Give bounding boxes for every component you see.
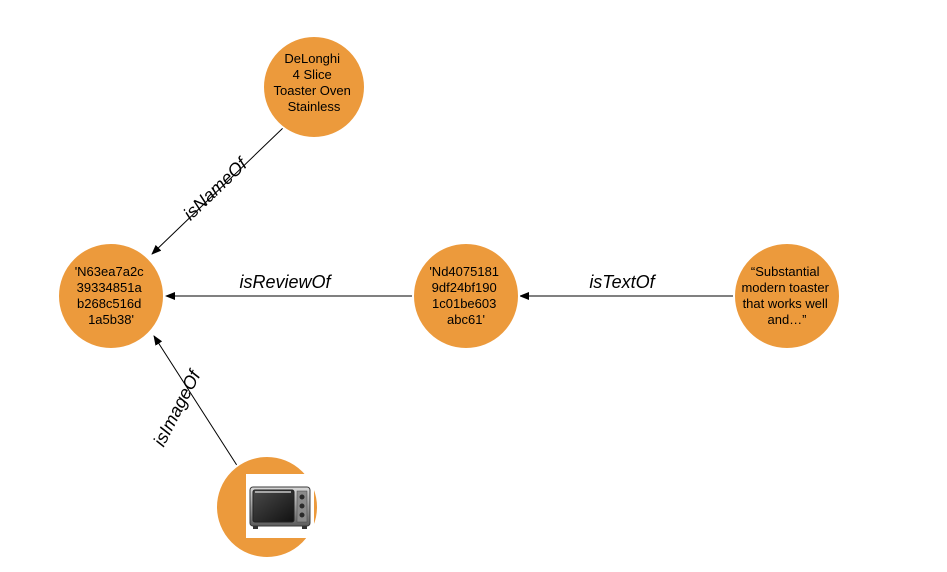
node-review-text[interactable]: “Substantial modern toaster that works w… bbox=[733, 242, 841, 350]
edge-is-image-of-label: isImageOf bbox=[149, 366, 205, 450]
node-review-text: 'Nd4075181 9df24bf190 1c01be603 abc61' bbox=[429, 264, 502, 327]
node-product-text: 'N63ea7a2c 39334851a b268c516d 1a5b38' bbox=[75, 264, 148, 327]
edge-is-text-of: isTextOf bbox=[519, 272, 735, 300]
edge-is-text-of-label: isTextOf bbox=[589, 272, 656, 292]
node-product-line-1: 'N63ea7a2c bbox=[75, 264, 144, 279]
node-product-name-circle bbox=[262, 35, 366, 139]
node-product-name-line-1: DeLonghi bbox=[284, 51, 340, 66]
node-review-line-2: 9df24bf190 bbox=[432, 280, 497, 295]
node-review[interactable]: 'Nd4075181 9df24bf190 1c01be603 abc61' bbox=[412, 242, 520, 350]
node-product-name-text: DeLonghi 4 Slice Toaster Oven Stainless bbox=[274, 51, 355, 114]
node-product-name-line-4: Stainless bbox=[288, 99, 341, 114]
edge-is-image-of: isImageOf bbox=[149, 335, 239, 468]
edge-is-review-of: isReviewOf bbox=[165, 272, 413, 300]
node-review-text-circle bbox=[733, 242, 841, 350]
node-review-line-3: 1c01be603 bbox=[432, 296, 496, 311]
node-product-circle bbox=[57, 242, 165, 350]
node-review-text-line-1: “Substantial bbox=[751, 264, 820, 279]
node-review-text-text: “Substantial modern toaster that works w… bbox=[741, 264, 832, 327]
edge-is-name-of-line bbox=[151, 126, 285, 255]
node-product-name[interactable]: DeLonghi 4 Slice Toaster Oven Stainless bbox=[262, 35, 366, 139]
node-review-line-1: 'Nd4075181 bbox=[429, 264, 499, 279]
node-product-line-2: 39334851a bbox=[77, 280, 143, 295]
edge-is-name-of-label: isNameOf bbox=[179, 153, 252, 224]
toaster-oven-icon bbox=[246, 474, 314, 538]
edge-is-name-of: isNameOf bbox=[151, 126, 285, 255]
edge-is-review-of-label: isReviewOf bbox=[239, 272, 332, 292]
node-product-name-line-3: Toaster Oven bbox=[274, 83, 351, 98]
edge-is-image-of-line bbox=[153, 335, 239, 468]
node-product-image[interactable] bbox=[215, 455, 319, 559]
node-review-circle bbox=[412, 242, 520, 350]
node-review-text-line-4: and…” bbox=[767, 312, 806, 327]
node-product-name-line-2: 4 Slice bbox=[293, 67, 332, 82]
node-product-line-4: 1a5b38' bbox=[88, 312, 134, 327]
node-review-text-line-3: that works well bbox=[743, 296, 828, 311]
node-product-line-3: b268c516d bbox=[77, 296, 141, 311]
node-review-text-line-2: modern toaster bbox=[741, 280, 829, 295]
node-review-line-4: abc61' bbox=[447, 312, 485, 327]
node-product[interactable]: 'N63ea7a2c 39334851a b268c516d 1a5b38' bbox=[57, 242, 165, 350]
